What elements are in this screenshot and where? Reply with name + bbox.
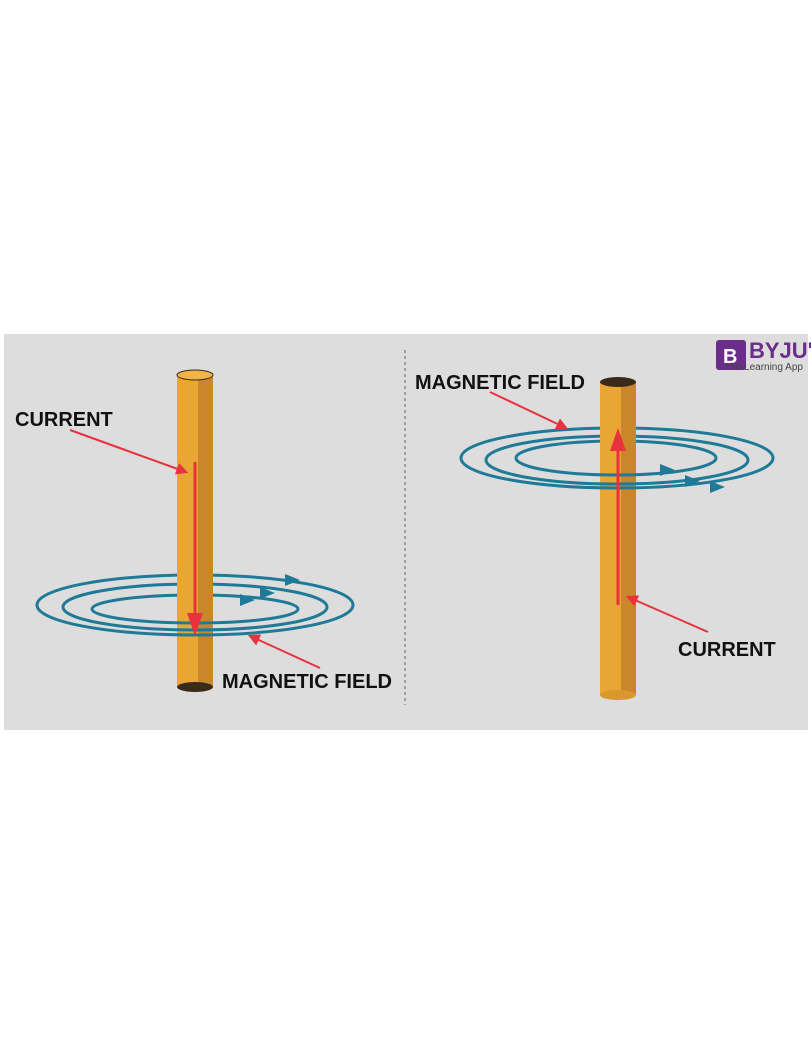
right-field-arrow-icon [660,464,675,476]
left-field-pointer [247,634,321,669]
right-panel: MAGNETIC FIELD CURRENT [415,372,776,700]
left-field-arrow-icon [240,594,255,606]
logo-brand-name: BYJU'S [749,338,811,363]
logo-tagline: The Learning App [724,362,803,373]
right-field-arrow-icon [710,481,725,493]
right-field-pointer [489,391,569,430]
right-current-label: CURRENT [678,639,776,661]
left-field-arrow-icon [285,574,300,586]
left-current-pointer [69,429,189,475]
byjus-logo: B BYJU'S The Learning App [716,338,811,373]
left-field-arrow-icon [260,587,275,599]
right-current-arrowhead-icon [610,428,626,451]
byjus-logo-icon: B [716,340,746,370]
left-current-arrowhead-icon [187,613,203,636]
logo-mark: B [723,346,737,368]
right-current-pointer [625,595,709,633]
right-field-arrow-icon [685,475,700,487]
left-current-label: CURRENT [15,409,113,431]
diagram-background [4,334,808,730]
left-field-label: MAGNETIC FIELD [222,671,392,693]
left-panel: CURRENT MAGNETIC FIELD [15,369,392,693]
right-field-label: MAGNETIC FIELD [415,372,585,394]
